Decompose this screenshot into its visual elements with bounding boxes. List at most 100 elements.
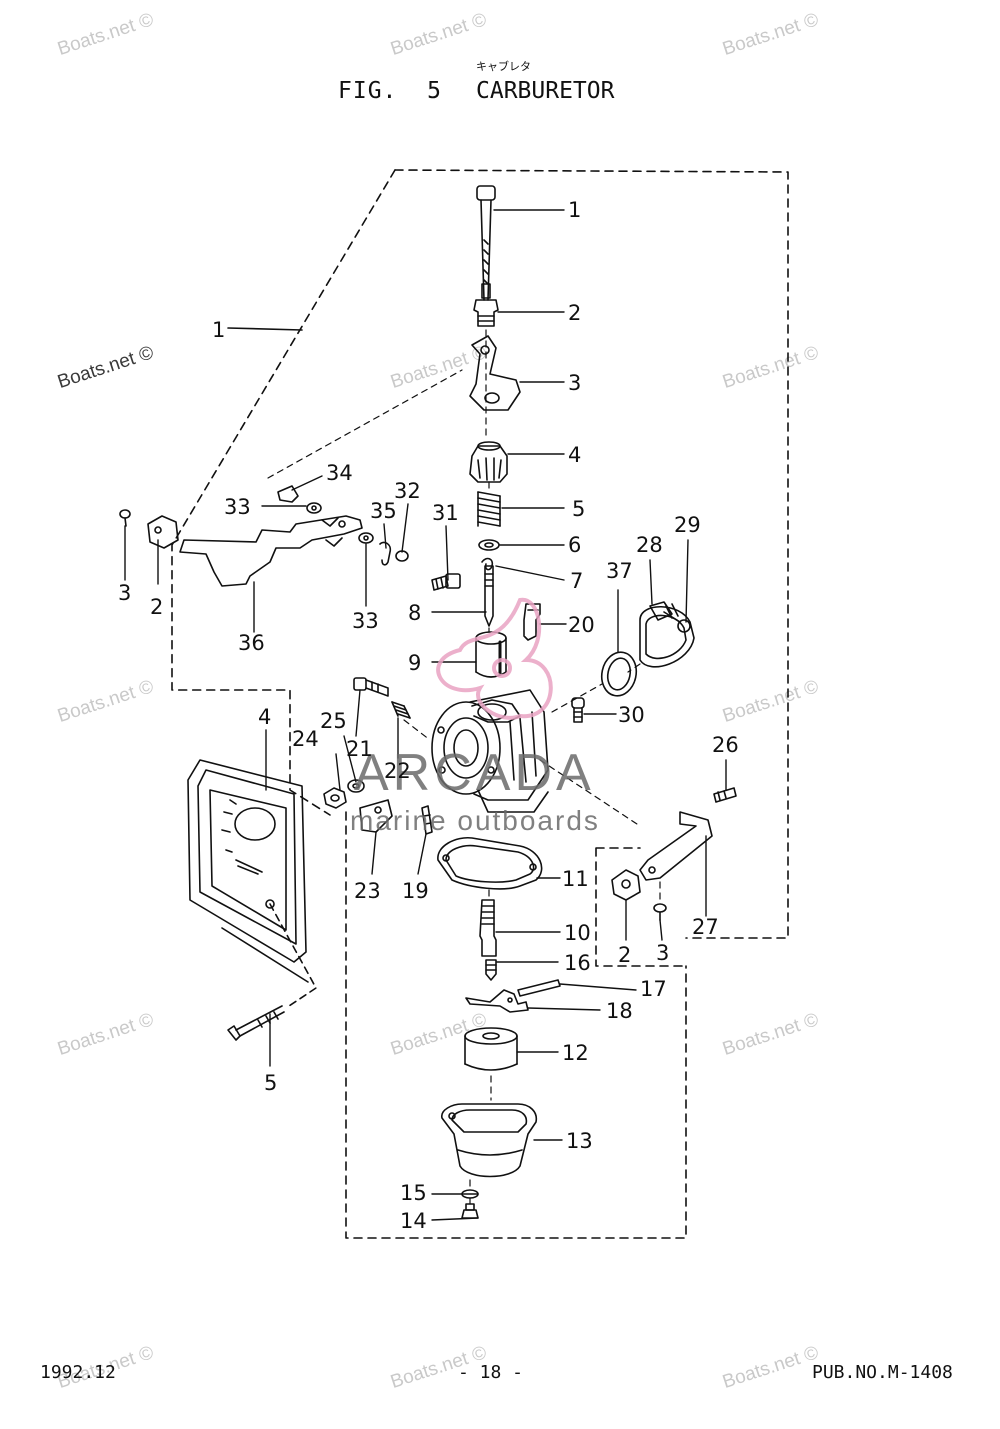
callout-7: 7 [570,569,583,593]
figure-number: FIG. 5 [338,78,442,104]
callout-30: 30 [618,703,645,727]
part-float-chamber-gasket [437,836,543,890]
part-clamp-28 [639,601,695,668]
callout-16: 16 [564,951,591,975]
callout-31: 31 [432,501,459,525]
leader-lines [124,209,727,1221]
part-main-jet [479,899,497,957]
part-screw-30 [571,697,585,723]
part-lever-23 [359,799,393,833]
callout-27: 27 [692,915,719,939]
callout-13: 13 [566,1129,593,1153]
part-throttle-link-36 [179,515,363,587]
callout-11: 11 [562,867,589,891]
callout-21: 21 [346,737,373,761]
part-jet-needle [484,565,494,627]
callout-19: 19 [402,879,429,903]
part-throttle-valve [475,631,507,678]
callout-1: 1 [568,198,581,222]
callout-4: 4 [568,443,581,467]
callout-33-lower: 33 [352,609,379,633]
part-needle-valve-16 [485,959,497,981]
callout-2-left: 2 [150,595,163,619]
callout-18: 18 [606,999,633,1023]
callout-4-filter: 4 [258,705,271,729]
callout-34: 34 [326,461,353,485]
part-gasket-37 [600,651,638,697]
callout-5-bolt: 5 [264,1071,277,1095]
part-clip-35 [379,541,392,566]
part-screw-31 [431,573,461,591]
leader-assembly-1 [227,327,303,331]
callout-36: 36 [238,631,265,655]
callout-28: 28 [636,533,663,557]
callout-3: 3 [568,371,581,395]
callout-29: 29 [674,513,701,537]
part-pin-19 [421,805,433,835]
callout-22: 22 [384,759,411,783]
part-carburetor-body [431,689,549,813]
callout-20: 20 [568,613,595,637]
arcada-logo [436,597,553,720]
callout-9: 9 [408,651,421,675]
callout-3-left: 3 [118,581,131,605]
callout-26: 26 [712,733,739,757]
figure-title: CARBURETOR [476,78,615,104]
part-nut-24 [323,787,347,809]
part-cable-bracket [469,335,521,411]
callout-25: 25 [320,709,347,733]
callout-15: 15 [400,1181,427,1205]
part-drain-screw-14 [461,1203,479,1219]
callout-33-upper: 33 [224,495,251,519]
part-link-arm-27 [639,811,713,881]
callout-labels: 1 1 2 3 4 5 6 7 8 9 20 30 37 28 29 31 32… [118,198,739,1233]
part-pin-26 [713,787,737,803]
callout-1-assembly: 1 [212,318,225,342]
part-washer-33-upper [306,502,322,514]
callout-23: 23 [354,879,381,903]
part-float-12 [464,1027,518,1071]
callout-8: 8 [408,601,421,625]
callout-5: 5 [572,497,585,521]
arcada-logo-subtitle: marine outboards [350,805,600,836]
callout-3-right: 3 [656,941,669,965]
part-float-pin-17 [517,979,561,997]
callout-17: 17 [640,977,667,1001]
footer-date: 1992.12 [40,1362,116,1383]
footer-publication-number: PUB.NO.M-1408 [812,1362,953,1383]
callout-6: 6 [568,533,581,557]
part-spring-22 [391,701,411,719]
part-air-filter-box [187,759,307,963]
part-collar-2-left [147,515,179,549]
part-float-arm-18 [465,989,529,1013]
callout-14: 14 [400,1209,427,1233]
part-clip-7 [481,557,494,571]
part-washer-33-lower [358,532,374,544]
callout-35: 35 [370,499,397,523]
callout-2: 2 [568,301,581,325]
callout-24: 24 [292,727,319,751]
part-filter-bolt-5 [227,1005,285,1041]
assembly-outline-lower [345,811,687,1239]
callout-37: 37 [606,559,633,583]
arcada-logo-text: ARCADA [354,744,595,802]
callout-2-right: 2 [618,943,631,967]
part-mixing-chamber-top [469,441,508,483]
callout-10: 10 [564,921,591,945]
part-adjuster [473,299,499,327]
part-float-bowl-13 [441,1103,538,1178]
part-washer-6 [478,539,500,551]
part-collar-2-right [611,869,641,901]
figure-katakana-title: キャブレタ [476,60,531,73]
assembly-outline-upper [171,169,789,967]
part-throttle-spring [477,491,501,527]
callout-12: 12 [562,1041,589,1065]
part-clamp-screw-29 [663,603,691,633]
callout-32: 32 [394,479,421,503]
part-screw-3-left [119,509,131,527]
part-cable-rod [476,185,496,301]
part-throttle-stop-screw-21 [353,677,389,697]
part-bushing-34 [277,485,299,503]
footer-page-number: - 18 - [458,1362,524,1383]
